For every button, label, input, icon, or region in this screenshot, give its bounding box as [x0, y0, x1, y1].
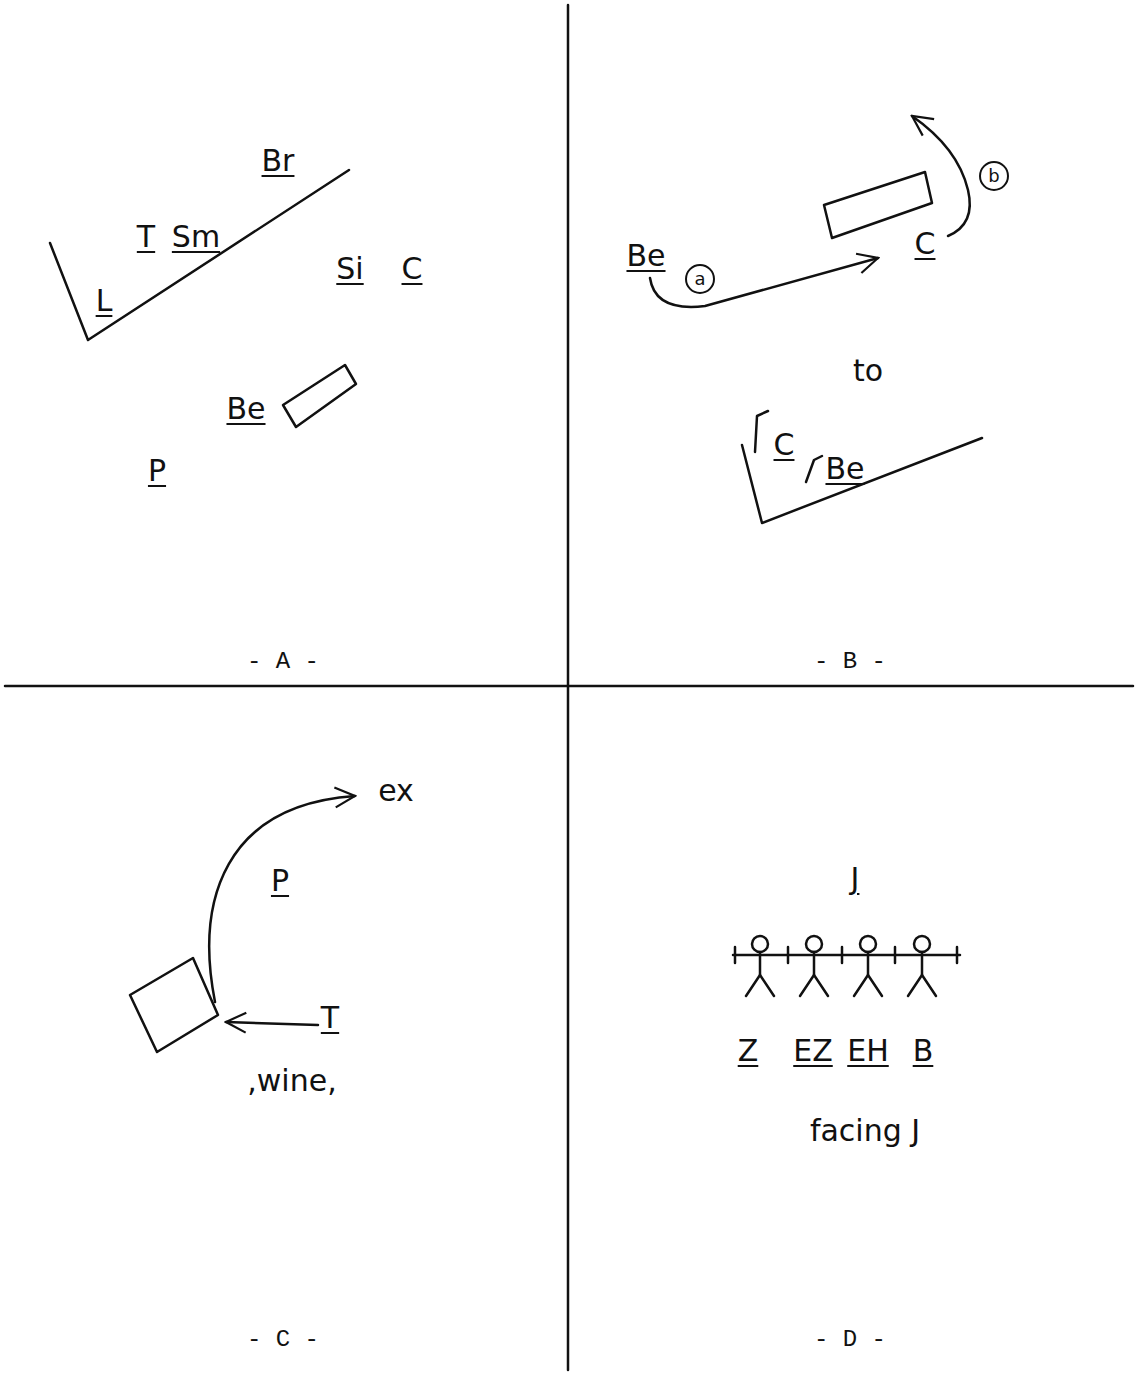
movement-arrow	[226, 1022, 318, 1025]
panel-divider	[5, 685, 1133, 688]
panel-letter: - A -	[247, 649, 319, 675]
character-label: C	[402, 252, 423, 285]
character-label: C	[774, 428, 795, 461]
panel-divider	[567, 5, 570, 1370]
panel-letter: - C -	[247, 1327, 319, 1353]
character-label: Br	[262, 144, 295, 177]
stage-wall	[50, 170, 349, 340]
position-mark	[755, 411, 768, 452]
character-label: EZ	[793, 1034, 833, 1067]
character-label: Sm	[172, 220, 220, 253]
character-label: T	[137, 220, 155, 253]
callout-letter: b	[988, 167, 999, 185]
character-label: Be	[226, 392, 265, 425]
character-label: EH	[847, 1034, 889, 1067]
callout-letter: a	[694, 270, 705, 288]
bench-with-figures	[733, 936, 960, 996]
character-label: B	[913, 1034, 934, 1067]
character-label: Si	[336, 252, 363, 285]
panel-letter: - B -	[814, 649, 886, 675]
character-label: facing J	[810, 1114, 920, 1147]
character-label: L	[96, 284, 113, 317]
character-label: C	[915, 227, 936, 260]
character-label: Z	[738, 1034, 759, 1067]
callout-circle: a	[685, 264, 715, 294]
character-label: J	[851, 862, 860, 895]
character-label: to	[853, 354, 883, 387]
character-label: Be	[626, 239, 665, 272]
character-label: ex	[378, 774, 414, 807]
movement-arrow	[650, 258, 878, 307]
character-label: ,wine,	[247, 1064, 336, 1097]
character-label: Be	[825, 452, 864, 485]
callout-circle: b	[979, 161, 1009, 191]
panel-letter: - D -	[814, 1327, 886, 1353]
character-label: P	[271, 864, 289, 897]
character-label: P	[148, 454, 166, 487]
table-shape	[130, 958, 218, 1052]
character-label: T	[321, 1001, 339, 1034]
movement-arrow	[912, 116, 970, 236]
movement-arrow	[209, 796, 355, 1002]
position-mark	[806, 456, 822, 482]
table-shape	[283, 365, 356, 427]
